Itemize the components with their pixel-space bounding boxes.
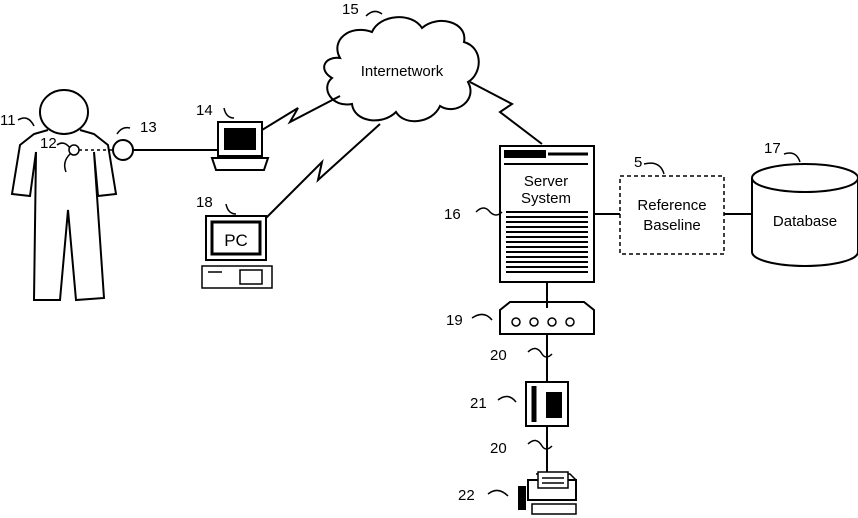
label-21: 21 xyxy=(470,395,487,412)
pc-label: PC xyxy=(224,231,248,250)
patient-body xyxy=(12,130,116,300)
leader-15 xyxy=(366,11,382,16)
server-label-line2: System xyxy=(521,190,571,207)
reference-label-line1: Reference xyxy=(637,197,706,214)
server-label-line1: Server xyxy=(524,173,568,190)
label-16: 16 xyxy=(444,206,461,223)
sensor-12 xyxy=(69,145,79,155)
patient-figure xyxy=(12,90,116,300)
leader-13 xyxy=(117,128,130,134)
leader-20a xyxy=(528,348,552,357)
label-20b: 20 xyxy=(490,440,507,457)
leader-19 xyxy=(472,314,492,320)
leader-16 xyxy=(476,208,502,215)
leader-12 xyxy=(57,143,70,148)
leader-21 xyxy=(498,396,516,402)
label-13: 13 xyxy=(140,119,157,136)
server-stripes xyxy=(506,212,588,272)
leader-17 xyxy=(784,153,800,162)
label-22: 22 xyxy=(458,487,475,504)
fax-22 xyxy=(518,472,576,514)
laptop-screen xyxy=(224,128,256,150)
label-15: 15 xyxy=(342,1,359,18)
internetwork-label: Internetwork xyxy=(361,63,444,80)
leader-14 xyxy=(224,108,234,118)
label-12: 12 xyxy=(40,135,57,152)
label-14: 14 xyxy=(196,102,213,119)
reference-baseline-box xyxy=(620,176,724,254)
database-label: Database xyxy=(773,213,837,230)
link-pc-cloud xyxy=(266,124,380,218)
leader-22 xyxy=(488,490,508,496)
leader-5 xyxy=(644,163,664,174)
label-17: 17 xyxy=(764,140,781,157)
sensor-lead xyxy=(65,154,70,172)
telephone-21 xyxy=(526,382,568,426)
link-cloud-server xyxy=(470,82,542,144)
label-18: 18 xyxy=(196,194,213,211)
sensor-13 xyxy=(113,140,133,160)
patient-head xyxy=(40,90,88,134)
label-19: 19 xyxy=(446,312,463,329)
leader-11 xyxy=(18,118,34,126)
laptop-device xyxy=(212,108,268,170)
label-20a: 20 xyxy=(490,347,507,364)
laptop-base xyxy=(212,158,268,170)
leader-20b xyxy=(528,440,552,449)
link-laptop-cloud xyxy=(262,96,340,130)
label-11: 11 xyxy=(0,112,16,129)
label-5: 5 xyxy=(634,154,642,171)
reference-label-line2: Baseline xyxy=(643,217,701,234)
leader-18 xyxy=(226,204,236,214)
